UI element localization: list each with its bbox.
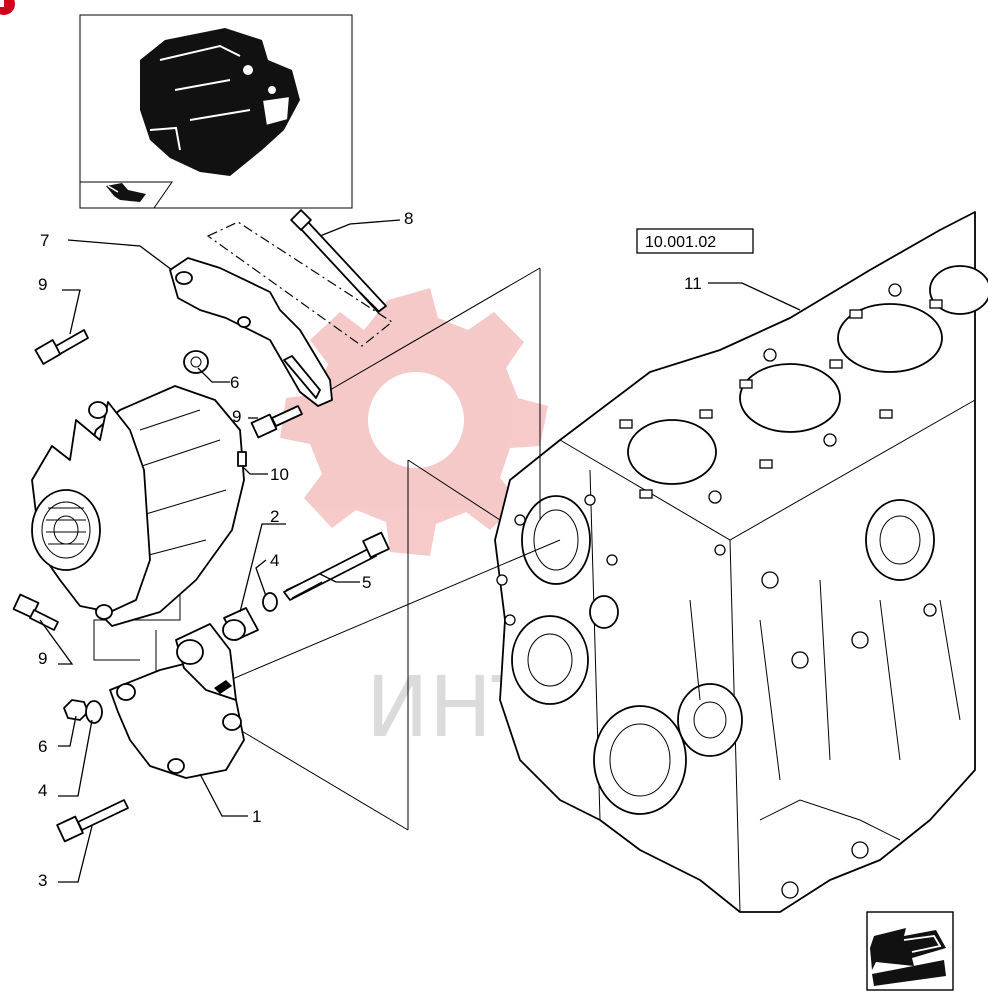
part-3-bolt: [56, 799, 129, 843]
callout-9-low: 9: [38, 649, 47, 668]
next-page-arrow-icon: [870, 928, 946, 986]
callout-10: 10: [270, 465, 289, 484]
callout-5: 5: [362, 573, 371, 592]
part-4-washer-upper: [262, 592, 278, 612]
callout-4-upper: 4: [270, 551, 279, 570]
part-1-mount: [109, 623, 245, 779]
engine-thumbnail[interactable]: [79, 14, 353, 209]
part-9-bolt-mid: [250, 405, 303, 439]
callout-11: 11: [684, 274, 702, 293]
return-arrow-icon: [106, 183, 146, 202]
reference-box-label: 10.001.02: [645, 234, 716, 251]
callout-6-low: 6: [38, 737, 47, 756]
engine-thumbnail-icon: [140, 28, 300, 176]
part-10-alternator: [31, 385, 247, 627]
part-8-bolt: [290, 209, 387, 313]
gear-icon: [280, 288, 548, 556]
next-page-button[interactable]: [866, 911, 954, 991]
part-5-bolt: [283, 531, 390, 601]
callout-4-low: 4: [38, 781, 47, 800]
part-2-spacer: [222, 607, 259, 641]
reference-box[interactable]: 10.001.02: [636, 228, 754, 254]
leader-lines: [39, 219, 801, 883]
part-6-nut-low: [63, 699, 103, 724]
callout-9-mid: 9: [232, 407, 241, 426]
callout-3: 3: [38, 871, 47, 890]
callout-9-top: 9: [38, 275, 47, 294]
part-9-bolt-top: [34, 329, 89, 365]
part-6-nut-top: [183, 350, 209, 374]
callout-6-top: 6: [230, 373, 239, 392]
part-7-bracket: [169, 257, 333, 407]
callout-1: 1: [252, 807, 261, 826]
engine-block: [494, 211, 988, 913]
part-9-bolt-low: [12, 593, 59, 631]
callout-7: 7: [40, 231, 49, 250]
callout-8: 8: [404, 209, 413, 228]
callout-2: 2: [270, 507, 279, 526]
brand-marker-icon: [0, 0, 15, 15]
